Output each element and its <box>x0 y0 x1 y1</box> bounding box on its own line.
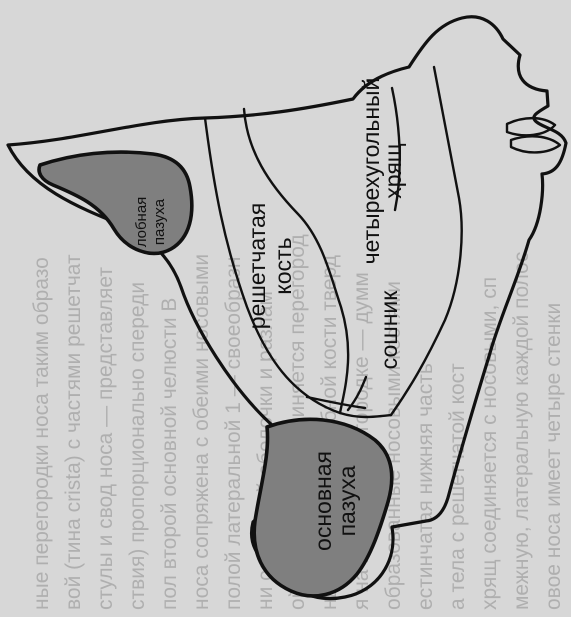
small-cartilage-lobe-2 <box>511 136 560 152</box>
ethmoid-bone-label-line-1: решетчатая <box>244 203 270 329</box>
quadrangular-cartilage-label-line-2: хрящ <box>380 143 406 198</box>
background-text-line: полой латеральной 1 — своеобразн <box>222 257 245 610</box>
background-text-line: стулы и свод носа — представляет <box>94 267 117 610</box>
background-text-line: носа сопряжена с обеими носовыми <box>190 254 213 610</box>
vomer-label: сошник <box>376 290 402 370</box>
sphenoid-sinus-label-line-1: основная <box>310 451 336 551</box>
background-text-line: овое носа имеет четыре стенки <box>542 303 565 610</box>
background-text-line: естинчатая нижняя часть <box>414 363 437 610</box>
frontal-sinus-shape <box>39 152 192 253</box>
background-text-line: межную, латеральную каждой полос <box>510 252 533 610</box>
background-text-line: вой (тина сrista) с частями решетчат <box>62 254 85 610</box>
background-text-line: пол второй основной челюсти В <box>158 298 181 610</box>
sphenoid-sinus-label-line-2: пазуха <box>334 465 360 536</box>
frontal-sinus-label-line-2: пазуха <box>151 198 168 245</box>
frontal-sinus-label-line-1: лобная <box>133 197 150 248</box>
background-text-line: ствия) пропорционально спереди <box>126 282 149 610</box>
ethmoid-bone-label-line-2: кость <box>270 237 296 294</box>
background-text-line: ные перегородки носа таким образо <box>30 257 53 610</box>
